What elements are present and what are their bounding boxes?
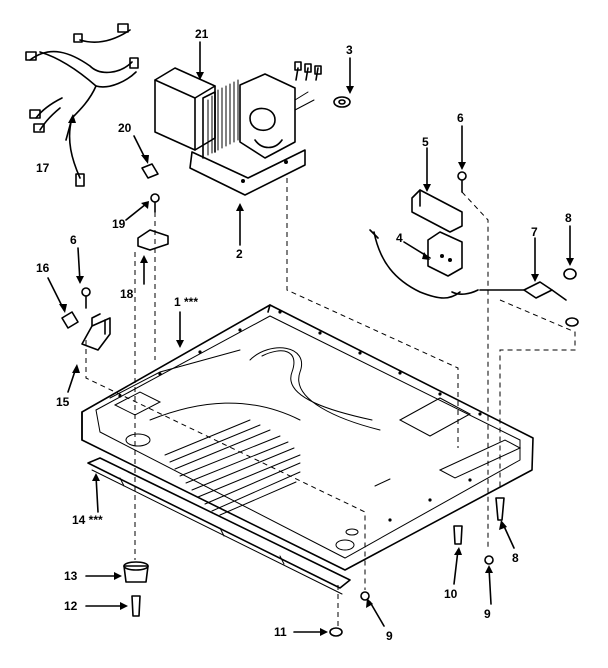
callout-labels: 21 3 2 5 6 4 7 8 1 *** 6 16 15 17 18 19 …	[36, 27, 572, 643]
callout-6-left: 6	[70, 233, 77, 247]
callout-11: 11	[274, 625, 287, 639]
transformer	[189, 61, 322, 196]
front-strip	[87, 457, 351, 595]
left-small-parts	[61, 163, 169, 351]
callout-8-bottom: 8	[512, 551, 519, 565]
callout-1: 1 ***	[174, 295, 198, 309]
right-side-parts	[329, 96, 579, 637]
foot-assembly	[123, 561, 149, 617]
callout-arrows	[47, 41, 574, 636]
callout-12: 12	[64, 599, 78, 613]
wire-harness	[25, 23, 139, 187]
callout-18: 18	[120, 287, 134, 301]
callout-6-right: 6	[457, 111, 464, 125]
callout-9-lower: 9	[386, 629, 393, 643]
callout-14: 14 ***	[72, 513, 103, 527]
callout-7: 7	[531, 225, 538, 239]
callout-13: 13	[64, 569, 78, 583]
transformer-cover	[154, 67, 216, 151]
callout-15: 15	[56, 395, 70, 409]
callout-17: 17	[36, 161, 50, 175]
base-pan	[81, 304, 534, 571]
callout-8-top: 8	[565, 211, 572, 225]
alignment-lines	[85, 178, 576, 628]
callout-4: 4	[396, 231, 403, 245]
callout-9-right: 9	[484, 607, 491, 621]
callout-21: 21	[195, 27, 209, 41]
callout-5: 5	[422, 135, 429, 149]
callout-20: 20	[118, 121, 132, 135]
callout-10: 10	[444, 587, 458, 601]
callout-3: 3	[346, 43, 353, 57]
callout-16: 16	[36, 261, 50, 275]
callout-19: 19	[112, 217, 126, 231]
callout-2: 2	[236, 247, 243, 261]
